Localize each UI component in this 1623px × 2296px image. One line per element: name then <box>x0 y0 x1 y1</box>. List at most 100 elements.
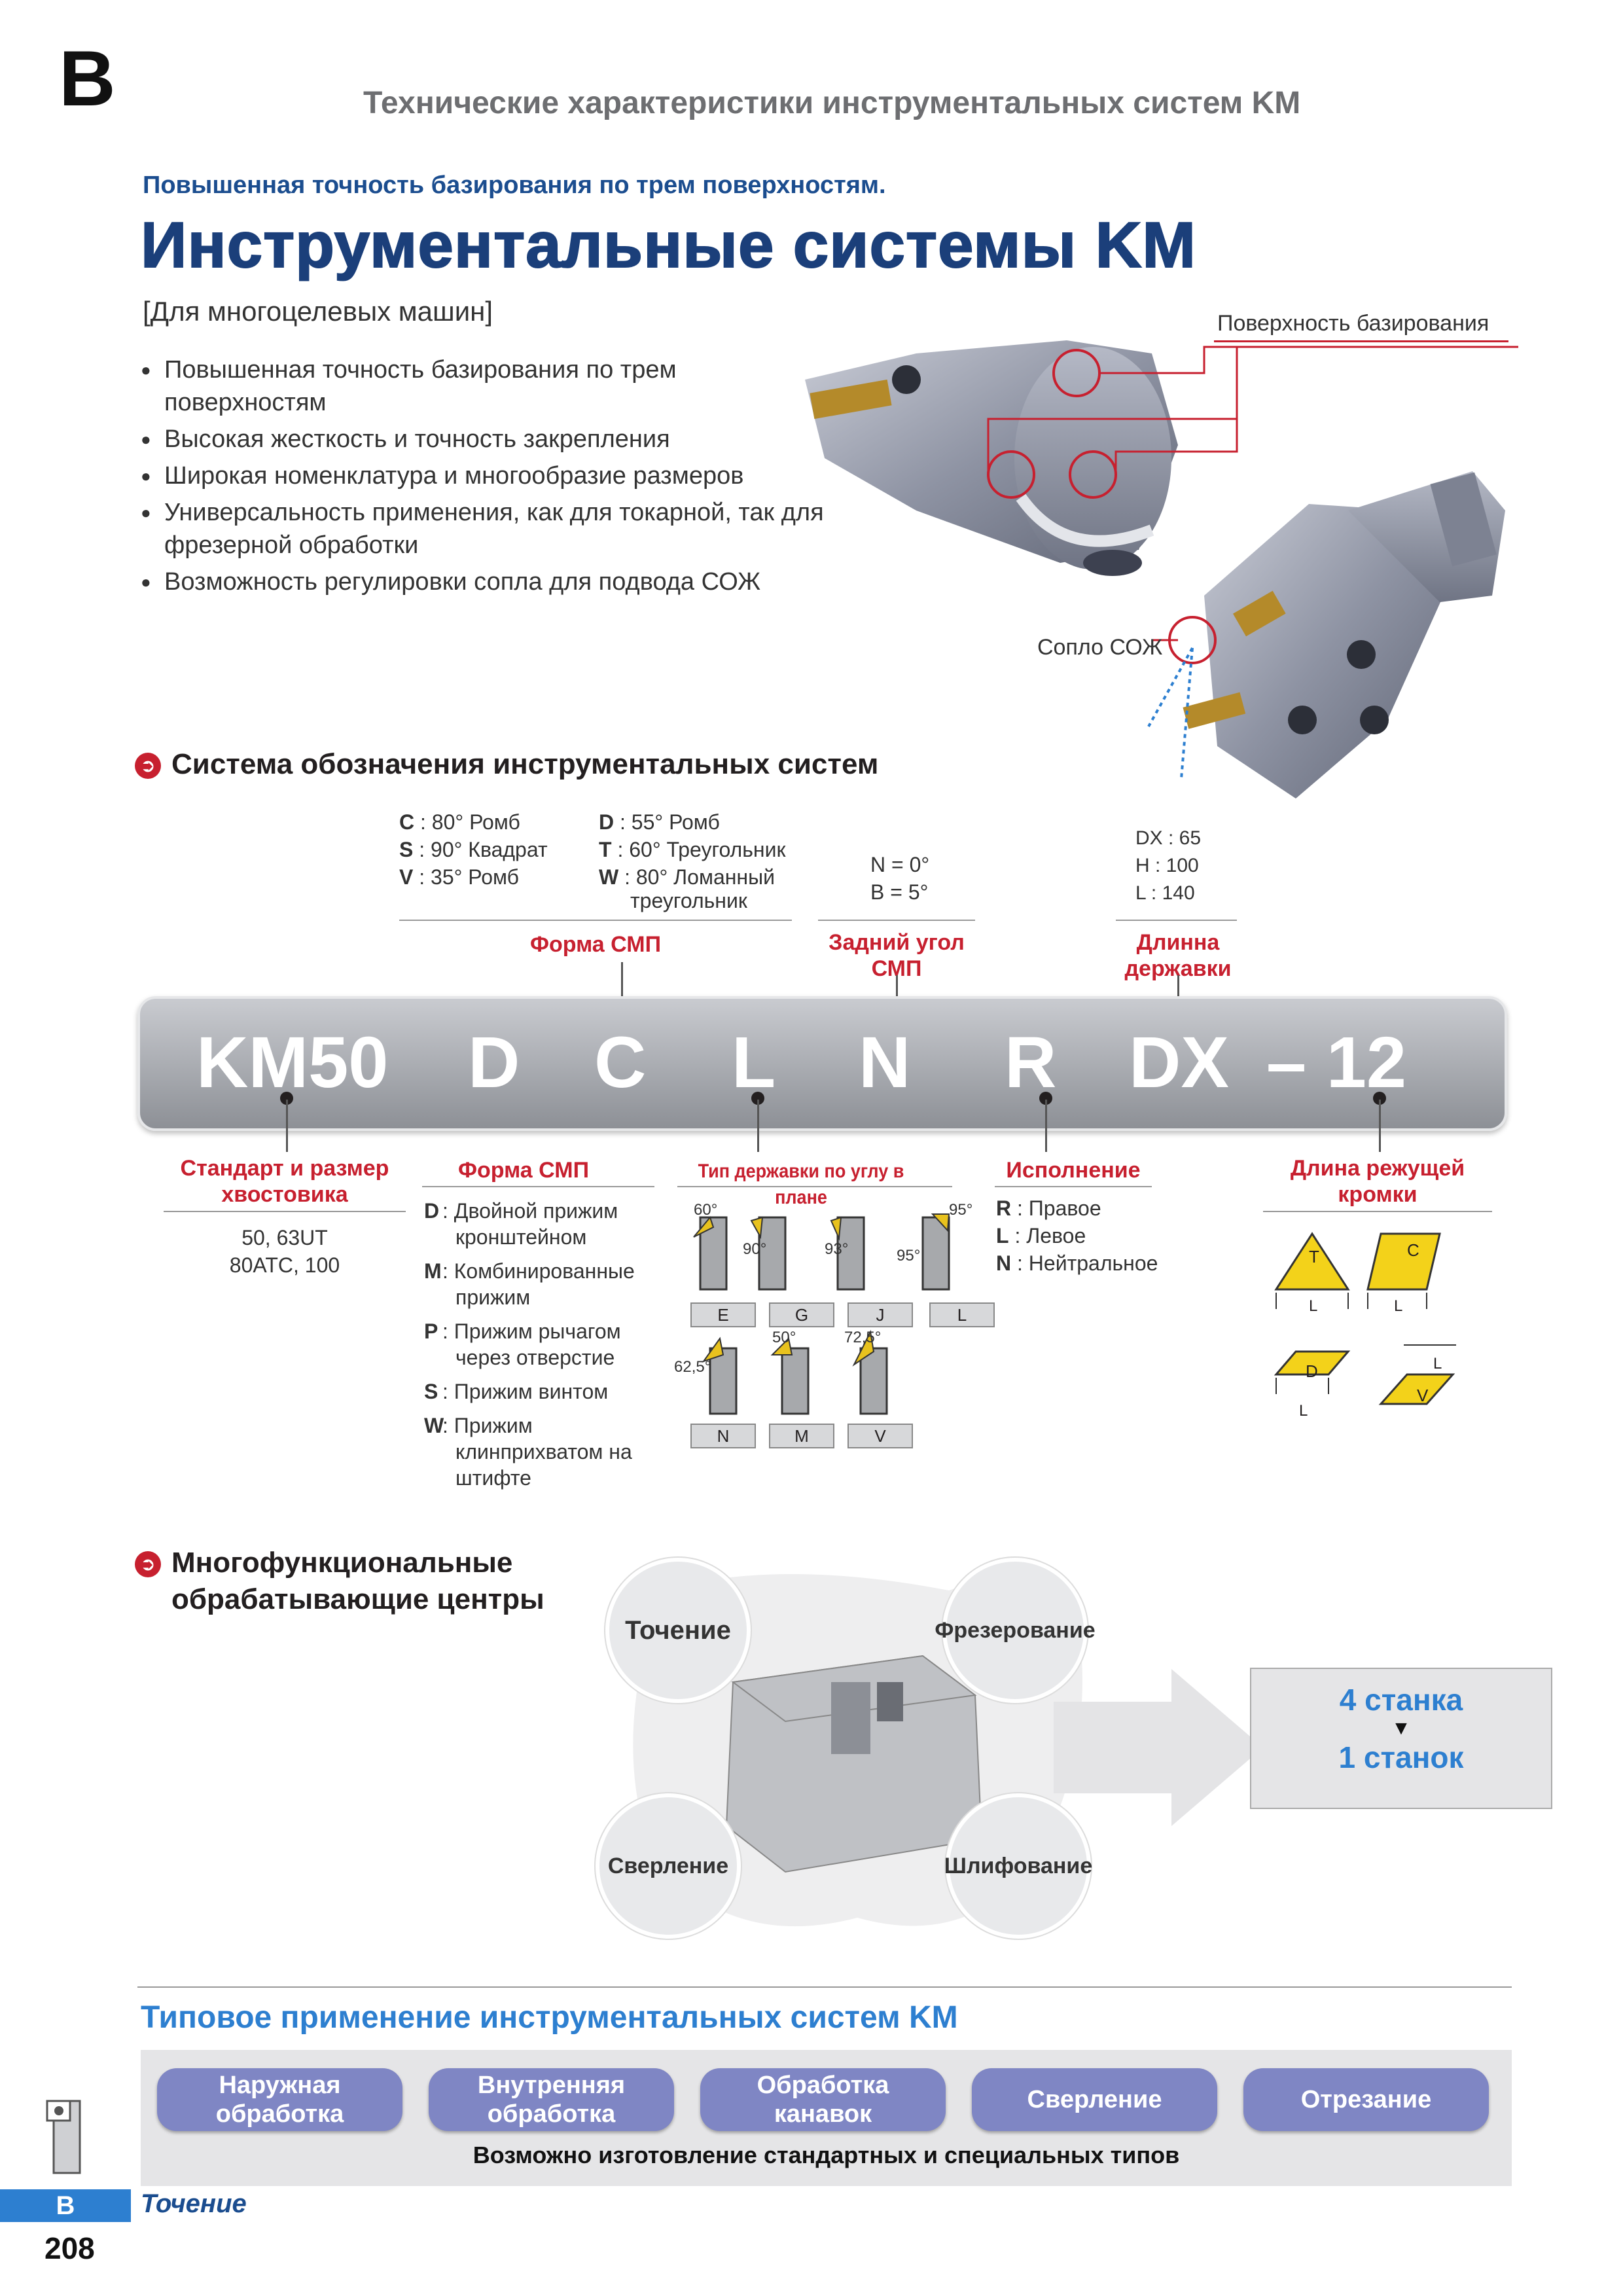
rule <box>137 1986 1512 1988</box>
rule <box>1116 920 1237 921</box>
insert-shapes <box>1274 1232 1456 1405</box>
turning-tool-icon <box>46 2100 81 2174</box>
length-list: DX : 65 H : 100 L : 140 <box>1135 825 1201 907</box>
code-part: DX <box>1129 1022 1229 1103</box>
multi-title: Многофункциональные обрабатывающие центр… <box>171 1545 544 1618</box>
apps-title: Типовое применение инструментальных сист… <box>141 2000 958 2035</box>
app-button-label: Наружная <box>219 2072 341 2099</box>
standard-value: 50, 63UT <box>241 1226 328 1249</box>
holder-type-label: V <box>847 1424 913 1448</box>
holder-type-diagrams <box>693 1213 950 1415</box>
clamp-text: : Двойной прижим <box>442 1199 618 1223</box>
app-button-label: Обработка <box>757 2072 889 2099</box>
length-item: L : 140 <box>1135 882 1195 904</box>
apps-note: Возможно изготовление стандартных и спец… <box>473 2142 1180 2168</box>
holder-angle: 60° <box>694 1201 718 1219</box>
clamp-code: W <box>424 1414 444 1437</box>
rule <box>399 920 792 921</box>
insert-letter: T <box>1309 1247 1319 1266</box>
insert-letter: D <box>1306 1361 1318 1381</box>
holder-type-label: G <box>769 1302 834 1327</box>
rule <box>995 1186 1152 1187</box>
app-button-drilling[interactable]: Сверление <box>972 2068 1217 2131</box>
clamp-text: через отверстие <box>455 1346 615 1369</box>
connector-line <box>1379 1100 1381 1152</box>
code-part: N <box>859 1022 911 1103</box>
holder-type-label: N <box>690 1424 756 1448</box>
feature-item: Универсальность применения, как для тока… <box>141 496 841 562</box>
label-angle: Задний угол СМП <box>812 929 982 982</box>
rule <box>677 1186 952 1187</box>
multi-title-line: обрабатывающие центры <box>171 1583 544 1615</box>
app-button-label: обработка <box>215 2100 344 2128</box>
operation-grinding: Шлифование <box>944 1793 1092 1939</box>
rule <box>164 1211 406 1212</box>
feature-item: Высокая жесткость и точность закрепления <box>141 423 841 456</box>
insert-length-label: L <box>1394 1297 1403 1315</box>
clamp-text: кронштейном <box>455 1225 587 1249</box>
holder-type-label: M <box>769 1424 834 1448</box>
result-box: 4 станка ▼ 1 станок <box>1250 1668 1552 1809</box>
connector-line <box>1045 1100 1047 1152</box>
page-number: 208 <box>45 2231 95 2265</box>
page-header-title: Технические характеристики инструменталь… <box>363 86 1301 120</box>
shape-text: : 80° Ромб <box>420 810 520 834</box>
clamp-text: : Прижим <box>442 1414 533 1437</box>
label-length-line: Длинна <box>1136 930 1220 955</box>
intro-subtitle: Повышенная точность базирования по трем … <box>143 171 886 199</box>
result-after: 1 станок <box>1338 1740 1464 1774</box>
holder-angle: 62,5° <box>674 1358 711 1376</box>
code-part: D <box>468 1022 520 1103</box>
operation-milling: Фрезерование <box>935 1558 1096 1703</box>
code-part: KM50 <box>196 1022 389 1103</box>
holder-angle: 95° <box>949 1201 973 1219</box>
code-part: – 12 <box>1266 1022 1407 1103</box>
holder-angle: 93° <box>825 1240 849 1258</box>
rule <box>1263 1211 1492 1212</box>
version-list: R : Правое L : Левое N : Нейтральное <box>996 1194 1158 1277</box>
rule <box>422 1186 654 1187</box>
insert-letter: V <box>1417 1386 1429 1405</box>
version-text: : Левое <box>1014 1224 1086 1247</box>
insert-letter: C <box>1407 1240 1419 1260</box>
connector-line <box>286 1100 288 1152</box>
holder-type-label: J <box>847 1302 913 1327</box>
designation-title: Система обозначения инструментальных сис… <box>171 748 879 780</box>
shape-code: C <box>399 810 415 834</box>
angle-item: B = 5° <box>870 880 929 904</box>
version-text: : Нейтральное <box>1017 1251 1158 1275</box>
shape-text: треугольник <box>630 889 747 912</box>
clamp-code: M <box>424 1259 442 1283</box>
section-arrow-icon: ➲ <box>135 753 161 779</box>
feature-item: Возможность регулировки сопла для подвод… <box>141 565 841 598</box>
standard-values: 50, 63UT 80ATC, 100 <box>164 1224 406 1279</box>
code-part: L <box>732 1022 776 1103</box>
label-version: Исполнение <box>1006 1158 1141 1183</box>
section-arrow-icon: ➲ <box>135 1551 161 1577</box>
clamp-text: : Прижим винтом <box>442 1380 609 1403</box>
app-button-parting[interactable]: Отрезание <box>1243 2068 1489 2131</box>
label-standard: Стандарт и размер хвостовика <box>164 1155 406 1208</box>
connector-dot <box>1039 1092 1052 1105</box>
clamp-text: штифте <box>455 1466 531 1490</box>
feature-item: Широкая номенклатура и многообразие разм… <box>141 459 841 492</box>
shape-code: V <box>399 865 414 889</box>
insert-length-label: L <box>1309 1297 1318 1315</box>
down-arrow-icon: ▼ <box>1391 1717 1411 1739</box>
code-part: R <box>1005 1022 1057 1103</box>
label-standard-line: Стандарт и размер <box>180 1156 389 1181</box>
version-code: R <box>996 1196 1012 1220</box>
footer-section: Точение <box>141 2189 247 2218</box>
app-button-label: Внутренняя <box>477 2072 626 2099</box>
shape-list-b: D : 55° Ромб T : 60° Треугольник W : 80°… <box>599 808 785 912</box>
label-angle-line: Задний угол <box>829 930 965 955</box>
feature-item: Повышенная точность базирования по трем … <box>141 353 841 419</box>
holder-angle: 95° <box>897 1247 921 1265</box>
clamp-code: P <box>424 1319 438 1343</box>
holder-angle: 72,5° <box>844 1329 882 1346</box>
shape-list-a: C : 80° Ромб S : 90° Квадрат V : 35° Ром… <box>399 808 548 891</box>
